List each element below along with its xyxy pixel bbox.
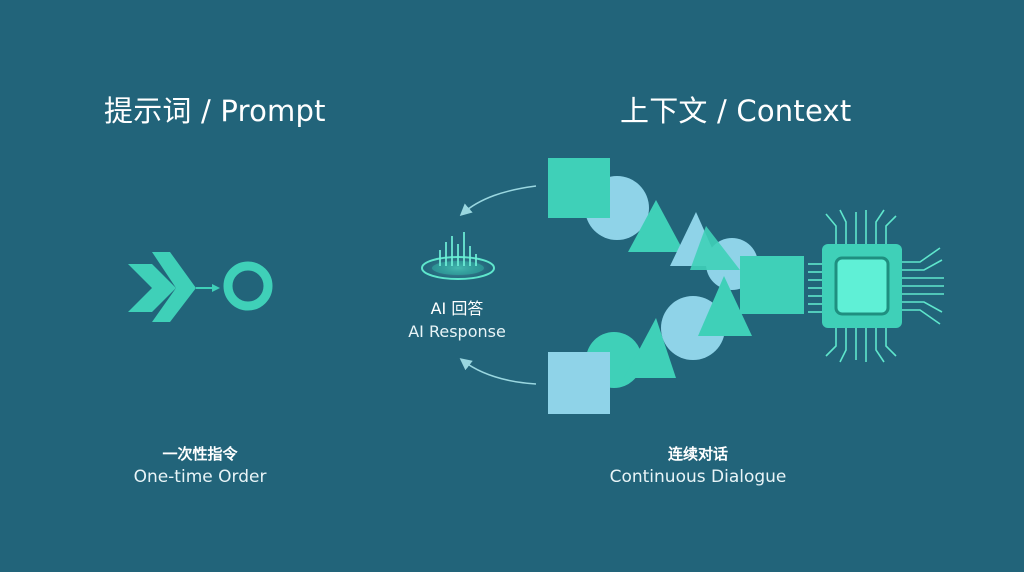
processor-chip-icon bbox=[808, 209, 944, 363]
continuous-dialogue-en: Continuous Dialogue bbox=[609, 467, 787, 487]
chevron-arrow-icon bbox=[128, 252, 196, 322]
continuous-dialogue-zh: 连续对话 bbox=[667, 445, 728, 463]
ring-icon bbox=[223, 261, 273, 311]
one-time-order-caption: 一次性指令 One-time Order bbox=[134, 443, 267, 489]
continuous-dialogue-caption: 连续对话 Continuous Dialogue bbox=[610, 443, 787, 489]
ai-response-label: AI 回答 AI Response bbox=[408, 298, 506, 344]
ai-response-label-zh: AI 回答 bbox=[430, 299, 484, 318]
context-title: 上下文 / Context bbox=[620, 94, 852, 128]
one-time-order-en: One-time Order bbox=[133, 467, 267, 487]
small-arrow-icon bbox=[196, 284, 220, 292]
curved-arrow-icon bbox=[459, 358, 537, 385]
one-time-order-zh: 一次性指令 bbox=[162, 445, 238, 463]
ai-response-label-en: AI Response bbox=[408, 322, 506, 341]
ai-response-icon bbox=[418, 232, 498, 282]
curved-arrow-icon bbox=[459, 185, 537, 216]
upper-shape-chain bbox=[548, 158, 758, 290]
prompt-title: 提示词 / Prompt bbox=[104, 94, 326, 128]
merge-square bbox=[740, 256, 804, 314]
lower-shape-chain bbox=[548, 276, 752, 414]
